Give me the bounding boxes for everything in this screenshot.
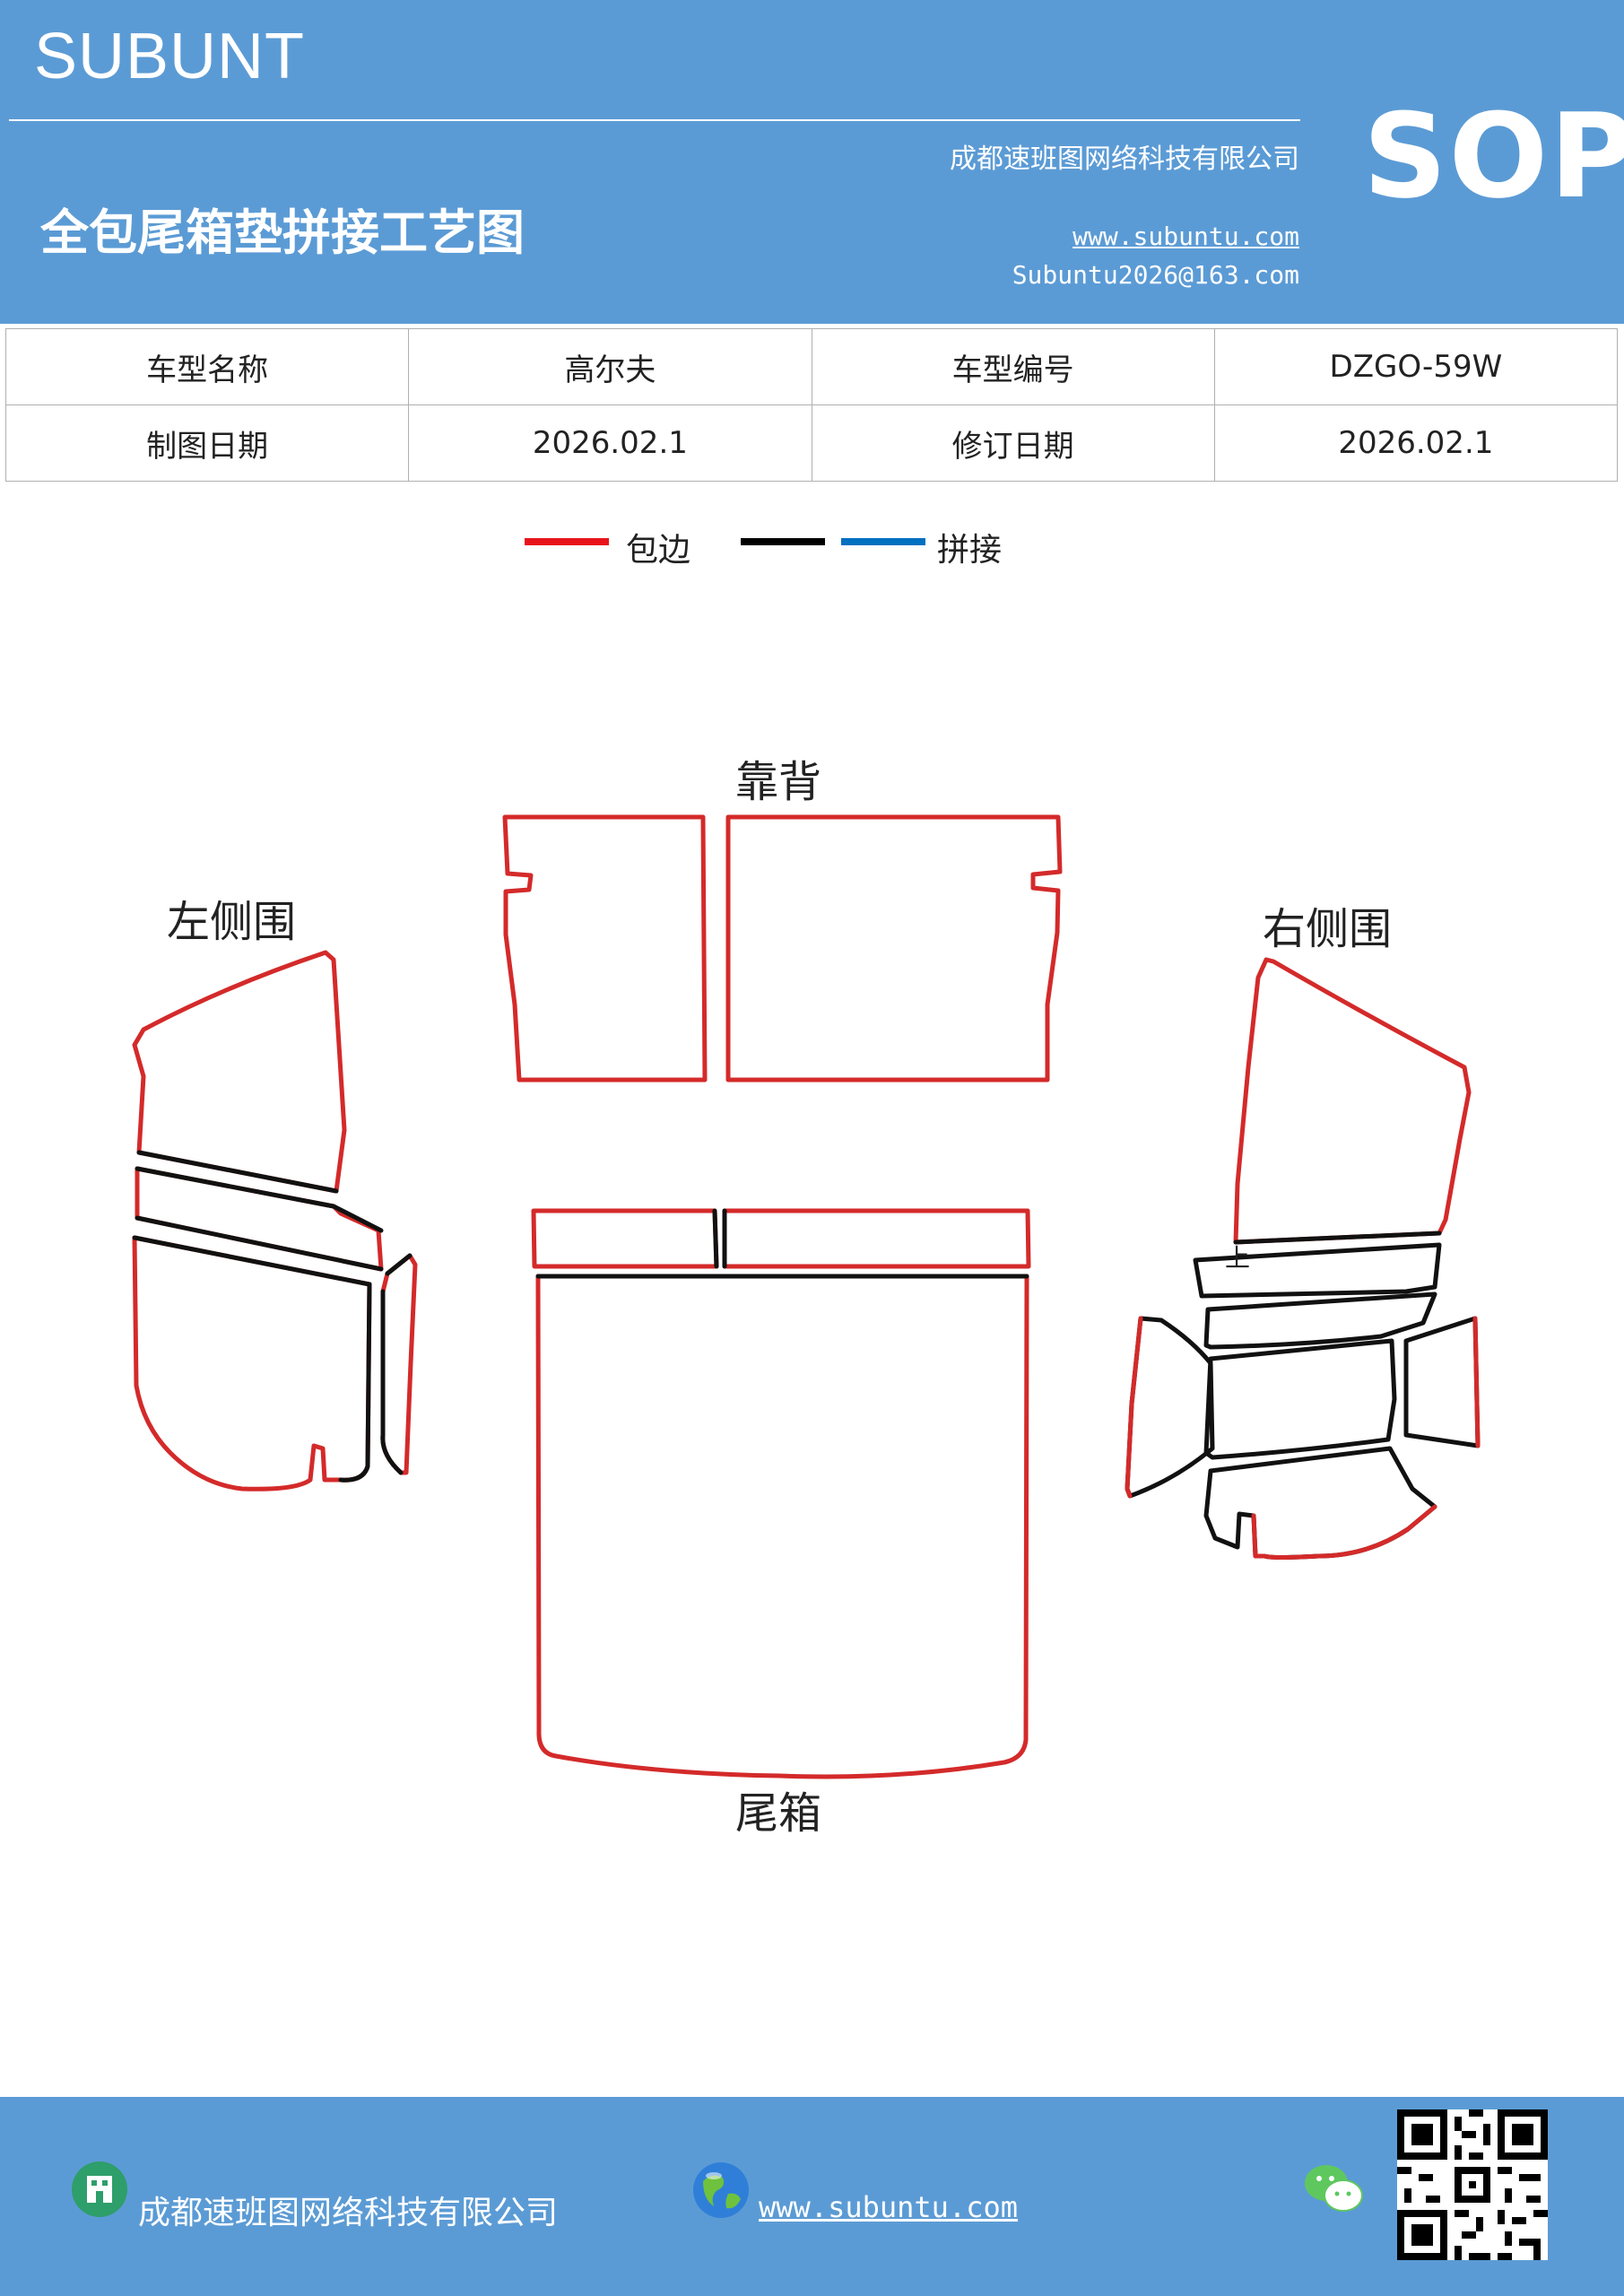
legend-splice-swatch-blue (841, 538, 925, 545)
backrest-label: 靠背 (735, 757, 821, 807)
wechat-icon[interactable] (1302, 2161, 1365, 2221)
header-banner: SUBUNT 全包尾箱垫拼接工艺图 成都速班图网络科技有限公司 www.subu… (0, 0, 1624, 324)
right-side-lower-piece (1203, 1446, 1437, 1560)
header-email[interactable]: Subuntu2026@163.com (1012, 260, 1299, 290)
left-side-lower-seam (132, 1235, 372, 1483)
trunk-strip-left (531, 1208, 719, 1269)
legend-splice-swatch-black (741, 538, 825, 545)
header-company-name: 成都速班图网络科技有限公司 (950, 144, 1299, 175)
sop-badge: SOP (1363, 88, 1624, 224)
right-side-label: 右侧围 (1263, 904, 1392, 954)
draw-date-value: 2026.02.1 (408, 404, 812, 482)
right-side-center-panel (1203, 1338, 1397, 1460)
trunk-label: 尾箱 (735, 1788, 821, 1839)
right-side-upper-seam (1233, 1231, 1442, 1245)
legend-binding-label: 包边 (626, 532, 691, 569)
table-row: 车型名称 高尔夫 车型编号 DZGO-59W (4, 328, 1619, 405)
legend-splice-label: 拼接 (937, 532, 1003, 569)
trunk-splice-seam (535, 1208, 1029, 1279)
right-side-front-flap (1403, 1316, 1481, 1448)
legend-binding-swatch (525, 538, 609, 545)
up-direction-mark: 上 (1225, 1243, 1250, 1273)
left-side-label: 左侧围 (167, 897, 296, 947)
right-side-strip-2 (1203, 1292, 1437, 1350)
right-side-strip-1 (1193, 1242, 1442, 1299)
footer-company-name: 成都速班图网络科技有限公司 (138, 2195, 559, 2231)
left-side-rear-seam (380, 1253, 413, 1475)
brand-logo-text: SUBUNT (34, 21, 306, 92)
right-side-lower-edge (1251, 1504, 1437, 1560)
left-side-middle-strip (135, 1166, 384, 1272)
right-side-upper-piece (1233, 957, 1472, 1245)
model-name-value: 高尔夫 (408, 328, 812, 405)
right-side-front-flap-edge (1472, 1316, 1481, 1448)
revise-date-value: 2026.02.1 (1213, 404, 1619, 482)
header-divider (9, 119, 1300, 121)
model-code-label: 车型编号 (811, 328, 1215, 405)
left-side-rear-strip (380, 1253, 418, 1475)
trunk-floor-main (535, 1274, 1029, 1779)
right-side-rear-flap-edge (1125, 1316, 1143, 1499)
backrest-right-piece (725, 814, 1063, 1083)
model-name-label: 车型名称 (4, 328, 410, 405)
backrest-left-piece (502, 814, 708, 1083)
qr-code-icon[interactable] (1397, 2109, 1548, 2260)
legend: 包边 拼接 (0, 520, 1624, 574)
draw-date-label: 制图日期 (4, 404, 410, 482)
globe-icon (690, 2160, 751, 2224)
trunk-strip-right (722, 1208, 1031, 1269)
table-row: 制图日期 2026.02.1 修订日期 2026.02.1 (4, 404, 1619, 482)
building-icon (70, 2160, 129, 2222)
header-website-link[interactable]: www.subuntu.com (1073, 222, 1299, 251)
footer-banner: 成都速班图网络科技有限公司 www.subuntu.com (0, 2097, 1624, 2296)
right-side-rear-flap (1125, 1316, 1215, 1499)
left-side-upper-seam (136, 1150, 339, 1194)
document-title: 全包尾箱垫拼接工艺图 (40, 204, 525, 261)
left-side-middle-seam (135, 1166, 384, 1272)
revise-date-label: 修订日期 (811, 404, 1215, 482)
model-code-value: DZGO-59W (1213, 328, 1619, 405)
vehicle-info-table: 车型名称 高尔夫 车型编号 DZGO-59W 制图日期 2026.02.1 修订… (4, 328, 1619, 482)
footer-website-link[interactable]: www.subuntu.com (759, 2190, 1018, 2224)
left-side-upper-piece (132, 950, 347, 1194)
